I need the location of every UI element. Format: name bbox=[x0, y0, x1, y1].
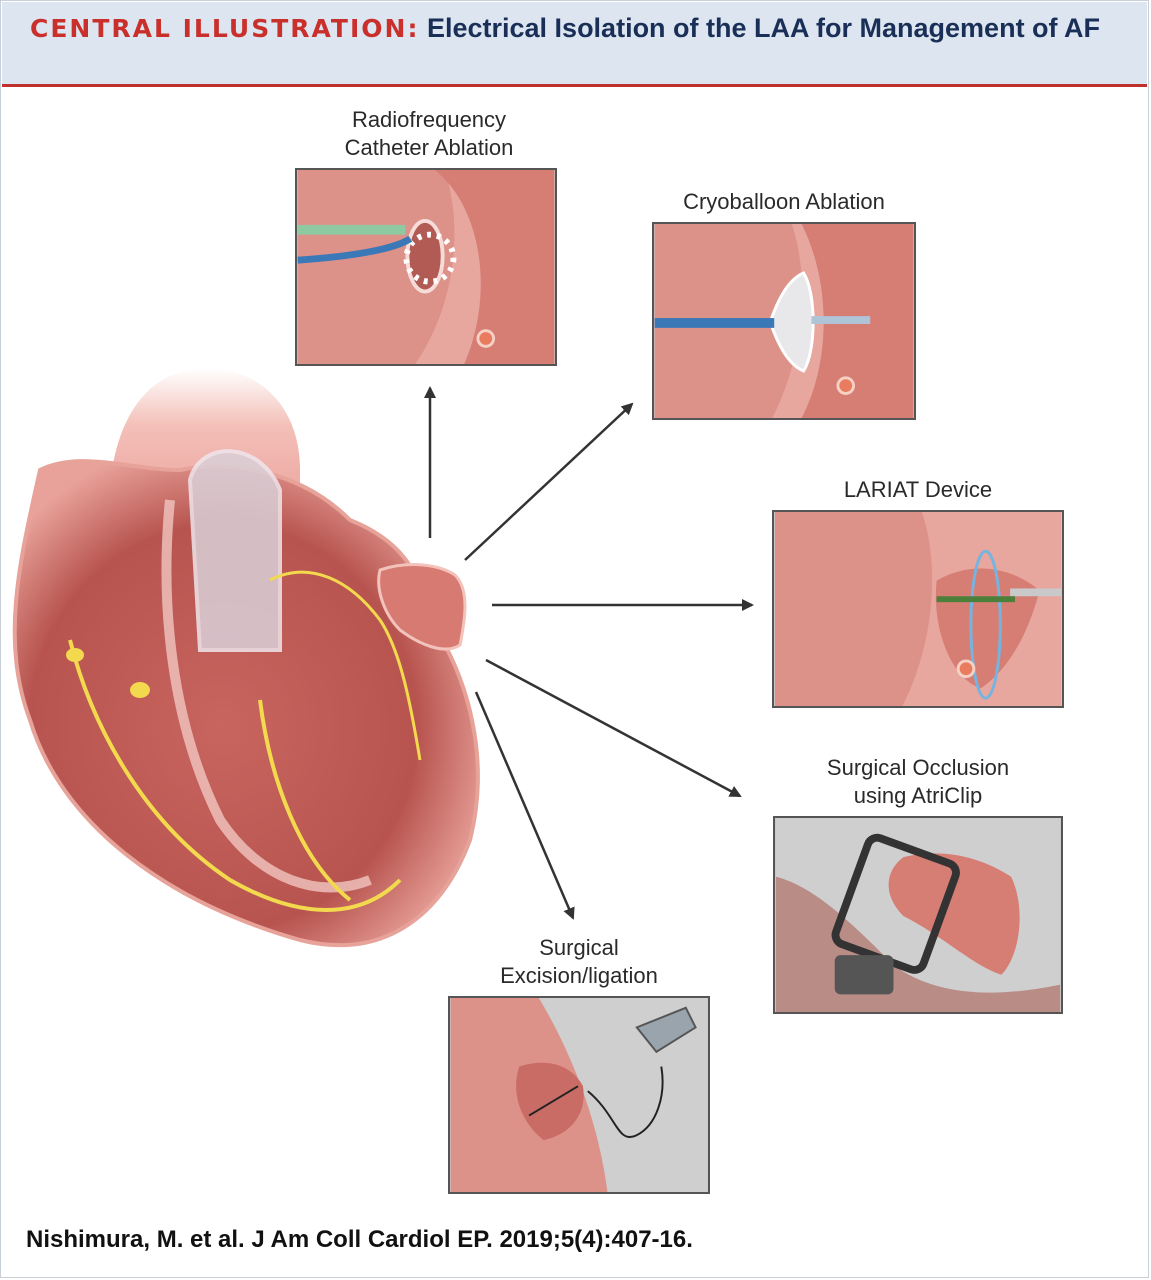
rf-panel bbox=[295, 168, 557, 366]
cryo-panel bbox=[652, 222, 916, 420]
conduction-path-left bbox=[68, 639, 402, 912]
arrow-to-cryo bbox=[464, 402, 634, 561]
pulmonary-trunk bbox=[187, 449, 282, 652]
rf-label: Radiofrequency Catheter Ablation bbox=[344, 107, 514, 160]
conduction-path-atrial bbox=[269, 570, 422, 761]
conduction-path-right bbox=[258, 699, 352, 902]
figure-title: CENTRAL ILLUSTRATION: Electrical Isolati… bbox=[30, 12, 1130, 45]
lariat-panel bbox=[772, 510, 1064, 708]
arrow-to-atriclip bbox=[485, 658, 742, 798]
heart-septum bbox=[161, 499, 372, 893]
cryo-label: Cryoballoon Ablation bbox=[683, 189, 885, 214]
lariat-label: LARIAT Device bbox=[843, 477, 993, 502]
header-banner: CENTRAL ILLUSTRATION: Electrical Isolati… bbox=[2, 2, 1147, 87]
atriclip-label: Surgical Occlusion using AtriClip bbox=[826, 755, 1010, 808]
excision-panel bbox=[448, 996, 710, 1194]
title-lead: CENTRAL ILLUSTRATION: bbox=[30, 14, 420, 43]
av-node bbox=[130, 682, 150, 698]
left-atrial-appendage bbox=[377, 563, 467, 651]
arrow-to-excision bbox=[474, 691, 575, 920]
excision-label: Surgical Excision/ligation bbox=[500, 935, 658, 988]
sa-node bbox=[66, 648, 84, 662]
title-text: Electrical Isolation of the LAA for Mana… bbox=[426, 13, 1101, 43]
atriclip-panel bbox=[773, 816, 1063, 1014]
citation: Nishimura, M. et al. J Am Coll Cardiol E… bbox=[26, 1226, 693, 1253]
